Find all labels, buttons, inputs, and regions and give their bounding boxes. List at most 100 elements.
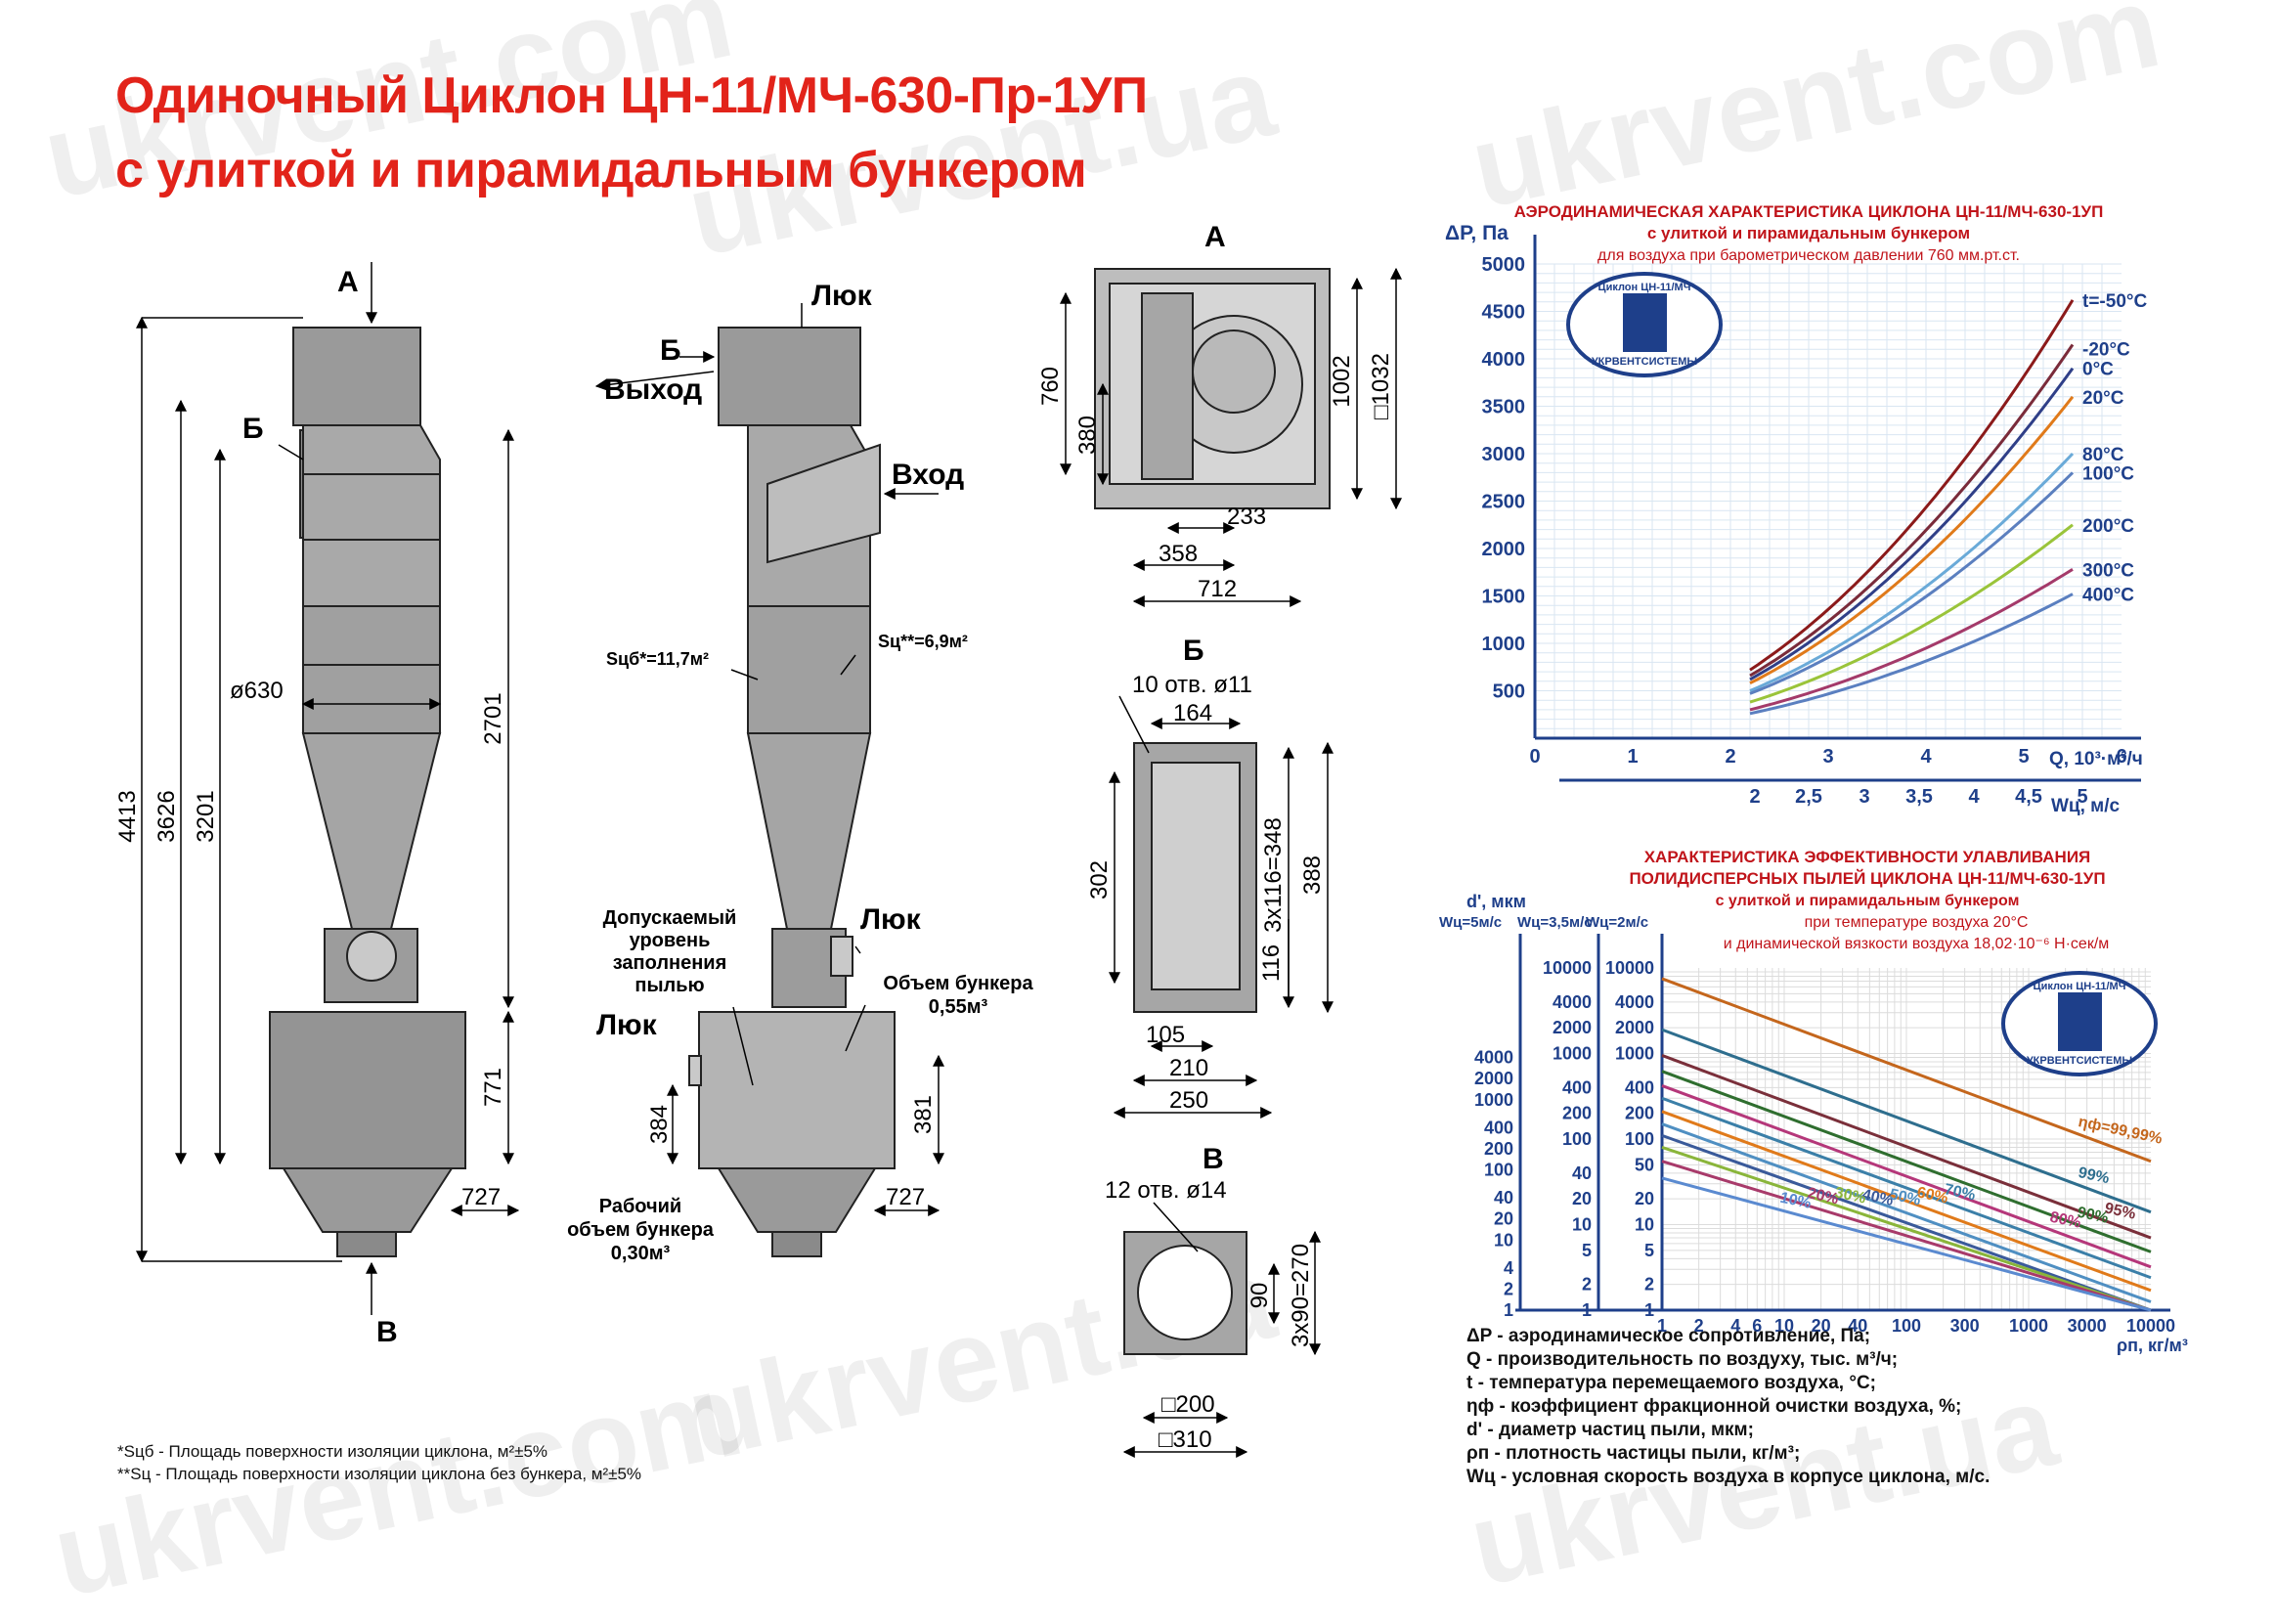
chart1-x2-tick: 3,5: [1905, 786, 1933, 808]
logo-line-1: Циклон ЦН-11/МЧ: [1598, 282, 1691, 293]
dim-116: 116: [1258, 944, 1285, 982]
chart2-y-tick: 2: [1504, 1279, 1513, 1298]
dim-302: 302: [1086, 860, 1113, 900]
chart2-y-tick: 100: [1484, 1161, 1513, 1180]
chart1-y-tick: 1500: [1482, 587, 1526, 608]
side-s-c: Sц**=6,9м²: [878, 632, 968, 651]
chart2-series-line: [1661, 977, 2152, 1163]
side-bunker-vol-2: 0,55м³: [929, 996, 988, 1018]
chart1-series-line: [1749, 593, 2074, 716]
chart2-series-label: 99%: [2077, 1164, 2111, 1187]
chart1-ylabel: ΔP, Па: [1445, 222, 1509, 244]
company-logo: Циклон ЦН-11/МЧ УКРВЕНТСИСТЕМЫ: [2001, 971, 2158, 1076]
front-hatch: [346, 931, 397, 982]
chart2-series-label: 50%: [1888, 1186, 1922, 1208]
side-level-3: заполнения: [613, 952, 727, 974]
chart2-y-tick: 1000: [1474, 1090, 1513, 1110]
chart2-y-tick: 20: [1494, 1209, 1513, 1229]
dim-105: 105: [1146, 1022, 1185, 1048]
chart2-y-tick: 200: [1562, 1104, 1592, 1123]
chart2-series-line: [1661, 1160, 2152, 1312]
chart2-series-label: 20%: [1806, 1185, 1840, 1207]
chart1-x-tick: 3: [1822, 746, 1833, 768]
side-level-1: Допускаемый: [603, 907, 737, 929]
side-hatch: [830, 936, 853, 977]
dim-310: □310: [1159, 1426, 1212, 1453]
chart1-y-tick: 4500: [1482, 302, 1526, 324]
dim-250: 250: [1169, 1087, 1208, 1114]
dim-210: 210: [1169, 1055, 1208, 1081]
chart2-y-tick: 10000: [1605, 958, 1654, 978]
chart1-x-tick: 2: [1725, 746, 1735, 768]
side-luk-mid: Люк: [860, 903, 922, 936]
chart2-series-line: [1661, 1146, 2152, 1312]
view-b-label: Б: [1183, 635, 1204, 667]
chart2-x-tick: 6: [1752, 1316, 1762, 1336]
front-label-b: Б: [242, 413, 264, 445]
chart1-y-tick: 2000: [1482, 539, 1526, 560]
chart2-y-tick: 1: [1504, 1300, 1513, 1320]
dim-358: 358: [1159, 541, 1198, 567]
front-bunker: [269, 1011, 466, 1169]
logo-line-3: УКРВЕНТСИСТЕМЫ: [2027, 1055, 2133, 1067]
chart1-subtitle: с улиткой и пирамидальным бункером: [1647, 224, 1970, 242]
logo-line-3: УКРВЕНТСИСТЕМЫ: [1592, 356, 1698, 368]
chart2-y-tick: 40: [1572, 1163, 1592, 1183]
view-a: [1094, 268, 1331, 509]
dim-760: 760: [1037, 367, 1064, 406]
chart1-series-line: [1749, 452, 2075, 692]
chart1-subtitle2: для воздуха при барометрическом давлении…: [1597, 247, 2020, 264]
chart2-subtitle2: с улиткой и пирамидальным бункером: [1716, 893, 2020, 909]
dim-3x90: 3х90=270: [1288, 1244, 1314, 1347]
dim-2701: 2701: [480, 692, 506, 744]
chart2-ylabel-col: Wц=5м/с: [1439, 914, 1502, 931]
chart1-series-line: [1749, 367, 2075, 681]
chart2-x-tick: 1: [1657, 1316, 1667, 1336]
chart2-series-label: 95%: [2103, 1200, 2137, 1222]
chart1-y-tick: 4000: [1482, 349, 1526, 371]
chart2-y-tick: 20: [1635, 1189, 1654, 1208]
chart2-ylabel-col: Wц=3,5м/с: [1517, 914, 1593, 931]
chart1-x2-tick: 2,5: [1795, 786, 1822, 808]
chart2-series-line: [1661, 1070, 2152, 1253]
chart2-y-tick: 1000: [1553, 1044, 1592, 1064]
chart2-x-tick: 100: [1892, 1316, 1921, 1336]
dim-4413: 4413: [114, 790, 141, 842]
side-bunker-vol-1: Объем бункера: [883, 973, 1033, 994]
chart2-xlabel: ρп, кг/м³: [2117, 1336, 2188, 1355]
logo-line-1: Циклон ЦН-11/МЧ: [2034, 981, 2126, 992]
chart2-series-label: 30%: [1833, 1184, 1867, 1207]
chart2-y-tick: 400: [1484, 1118, 1513, 1137]
aero-chart: АЭРОДИНАМИЧЕСКАЯ ХАРАКТЕРИСТИКА ЦИКЛОНА …: [1445, 202, 2147, 816]
chart2-y-tick: 4: [1504, 1258, 1513, 1278]
dim-712: 712: [1198, 576, 1237, 602]
legend-item: Wц - условная скорость воздуха в корпусе…: [1466, 1467, 1991, 1487]
chart1-x2-tick: 5: [2077, 786, 2087, 808]
dim-727-front: 727: [461, 1184, 501, 1210]
chart2-y-tick: 4000: [1553, 992, 1592, 1012]
dim-3201: 3201: [193, 790, 219, 842]
chart2-x-tick: 1000: [2009, 1316, 2048, 1336]
chart2-series-label: 40%: [1860, 1187, 1895, 1209]
chart2-y-tick: 200: [1484, 1139, 1513, 1159]
chart2-y-tick: 2: [1644, 1275, 1654, 1295]
chart1-x-tick: 0: [1529, 746, 1540, 768]
chart1-series-line: [1749, 395, 2075, 685]
view-v-holes: 12 отв. ø14: [1105, 1177, 1227, 1204]
efficiency-chart: ХАРАКТЕРИСТИКА ЭФФЕКТИВНОСТИ УЛАВЛИВАНИЯ…: [1439, 848, 2188, 1355]
chart2-y-tick: 10: [1494, 1230, 1513, 1250]
chart1-x-tick: 4: [1920, 746, 1932, 768]
side-hatch-left: [688, 1055, 702, 1086]
legend-item: ηф - коэффициент фракционной очистки воз…: [1466, 1396, 1962, 1417]
legend-item: ΔP - аэродинамическое сопротивление, Па;: [1466, 1326, 1871, 1346]
chart2-series-line: [1661, 1176, 2152, 1312]
side-view: [688, 327, 896, 1257]
view-b: [1133, 742, 1257, 1013]
front-label-a: А: [337, 266, 359, 298]
page-subtitle: с улиткой и пирамидальным бункером: [115, 142, 1087, 198]
chart2-series-line: [1661, 1096, 2152, 1280]
chart2-y-tick: 100: [1625, 1129, 1654, 1149]
chart1-x-tick: 5: [2018, 746, 2029, 768]
chart1-series-label: 20°C: [2082, 388, 2124, 409]
cyclone-icon: [2058, 992, 2102, 1051]
